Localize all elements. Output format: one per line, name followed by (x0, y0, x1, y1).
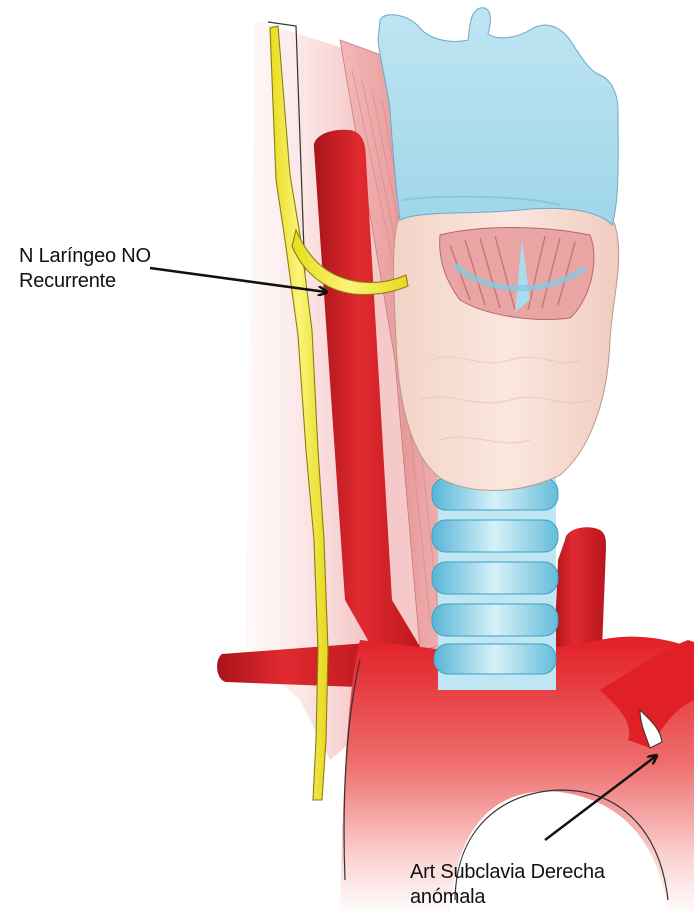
trachea-ring (434, 644, 556, 674)
thyroid-cartilage-top (378, 8, 618, 225)
nerve-label-line-2: Recurrente (19, 269, 151, 294)
nerve-label: N Laríngeo NO Recurrente (19, 244, 151, 294)
trachea (432, 470, 558, 690)
artery-label-line-1: Art Subclavia Derecha (410, 860, 605, 885)
trachea-ring (432, 520, 558, 552)
trachea-ring (432, 604, 558, 636)
artery-label: Art Subclavia Derecha anómala (410, 860, 605, 910)
nerve-label-line-1: N Laríngeo NO (19, 244, 151, 269)
artery-label-line-2: anómala (410, 885, 605, 910)
trachea-ring (432, 562, 558, 594)
